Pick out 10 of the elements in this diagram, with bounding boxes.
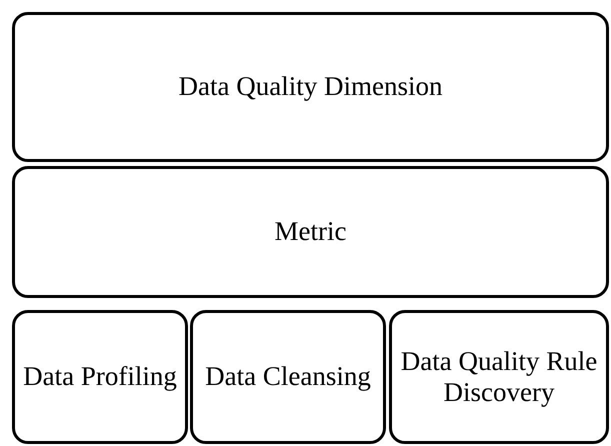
box-label: Metric (274, 216, 346, 248)
module-box (190, 310, 386, 444)
box-label: Data Quality Rule Discovery (400, 346, 598, 408)
module-box (12, 310, 188, 444)
module-box (389, 310, 609, 444)
box-label: Data Profiling (23, 361, 177, 393)
box-label: Data Quality Dimension (178, 71, 442, 103)
layer-box (12, 166, 609, 298)
box-label: Data Cleansing (205, 361, 371, 393)
layer-box (12, 12, 609, 162)
